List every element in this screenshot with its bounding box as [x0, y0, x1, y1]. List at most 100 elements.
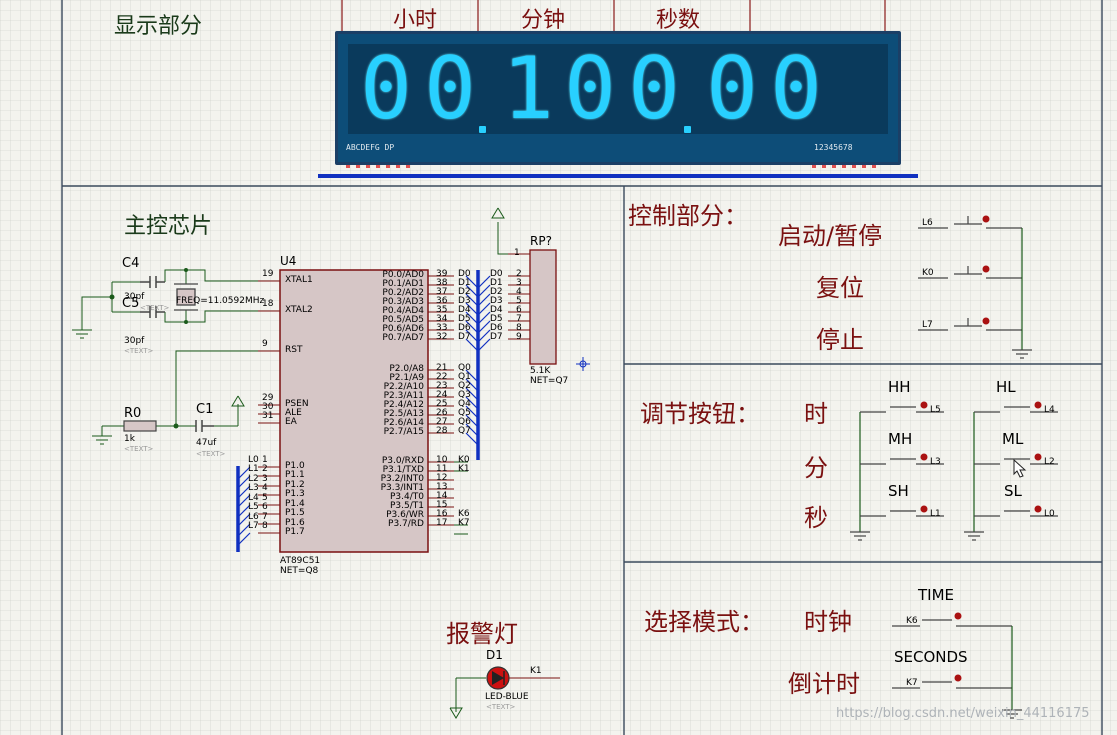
- mcu-port-pin: P2.6/A14: [383, 418, 424, 428]
- section-frames: [61, 0, 1103, 735]
- crystal[interactable]: [174, 283, 198, 311]
- mcu-net-label: K0: [458, 455, 470, 465]
- capacitor-c4[interactable]: [140, 276, 165, 288]
- net-mh: L3: [930, 457, 941, 467]
- mcu-port-number: 36: [436, 296, 448, 306]
- mcu-net-label: Q5: [458, 408, 471, 418]
- mcu-port-pin: P0.4/AD4: [382, 306, 424, 316]
- mcu-pin-name: P1.4: [285, 499, 305, 509]
- mcu-port-number: 38: [436, 278, 448, 288]
- rp-net-label: D4: [490, 305, 503, 315]
- mcu-port-number: 25: [436, 399, 448, 409]
- reset-label: 复位: [816, 274, 864, 302]
- mcu-net-label: Q2: [458, 381, 471, 391]
- resistor-r0[interactable]: [123, 420, 157, 432]
- rp-pin-number: 7: [516, 314, 522, 324]
- mcu-body[interactable]: [279, 269, 429, 553]
- mcu-port-number: 17: [436, 518, 448, 528]
- rp-power-wire: [491, 207, 508, 255]
- resistor-pack[interactable]: [529, 249, 557, 365]
- btn-hh-label: HH: [888, 378, 911, 396]
- data-bus: [236, 270, 480, 552]
- led-type: LED-BLUE: [485, 692, 529, 702]
- capacitor-c1[interactable]: [195, 420, 214, 432]
- mcu-port-pin: P0.7/AD7: [382, 333, 424, 343]
- mcu-right-stubs: [428, 275, 454, 526]
- mode-title: 选择模式：: [644, 608, 764, 636]
- mcu-pin-name: XTAL1: [285, 275, 313, 285]
- rp-pin-number: 8: [516, 323, 522, 333]
- digit-6: 0: [706, 39, 758, 139]
- mcu-net-label: D0: [458, 269, 471, 279]
- btn-seconds-label: SECONDS: [894, 648, 968, 666]
- mcu-pin-number: 9: [262, 339, 268, 349]
- mcu-port-pin: P0.1/AD1: [382, 279, 424, 289]
- alarm-title: 报警灯: [446, 620, 518, 648]
- display-header-hours: 小时: [393, 8, 438, 33]
- control-buttons[interactable]: [918, 216, 1032, 359]
- main-chip-title: 主控芯片: [124, 214, 213, 239]
- rp-pin-number: 5: [516, 296, 522, 306]
- mcu-port-pin: P3.7/RD: [388, 519, 424, 529]
- net-sl: L0: [1044, 509, 1055, 519]
- bus-entries: [237, 275, 491, 546]
- seven-segment-display[interactable]: 0 0 1 0 0 0 0 ABCDEFG DP 12345678: [335, 31, 901, 165]
- digit-1: 0: [360, 39, 412, 139]
- rp-pin1: 1: [514, 248, 520, 258]
- mcu-port-number: 28: [436, 426, 448, 436]
- p1-net-label: L0: [248, 455, 259, 465]
- display-header-seconds: 秒数: [656, 8, 701, 33]
- mode-buttons[interactable]: [892, 619, 1022, 719]
- adjust-minute-label: 分: [804, 454, 828, 482]
- mcu-pin-number: 5: [262, 493, 268, 503]
- p1-net-label: L5: [248, 502, 259, 512]
- net-stop: L7: [922, 320, 933, 330]
- mcu-port-pin: P3.0/RXD: [381, 456, 424, 466]
- btn-sl-label: SL: [1004, 482, 1022, 500]
- mcu-port-number: 11: [436, 464, 448, 474]
- mcu-name: U4: [280, 254, 297, 268]
- mcu-net: NET=Q8: [280, 566, 319, 576]
- adjust-button-dots: [920, 401, 1042, 513]
- mcu-port-pin: P2.5/A13: [383, 409, 424, 419]
- display-section-title: 显示部分: [114, 14, 203, 39]
- mcu-pin-number: 6: [262, 502, 268, 512]
- capacitor-c5[interactable]: [140, 306, 165, 318]
- adjust-buttons[interactable]: [850, 406, 1058, 541]
- mode-countdown-label: 倒计时: [788, 670, 860, 698]
- led-d1[interactable]: [449, 666, 560, 719]
- c5-label: C5: [122, 296, 140, 311]
- mcu-pin-number: 1: [262, 455, 268, 465]
- display-header-frame: [341, 0, 886, 31]
- watermark: https://blog.csdn.net/weixin_44116175: [836, 706, 1090, 721]
- mcu-net-label: D5: [458, 314, 471, 324]
- mcu-pin-name: ALE: [285, 408, 302, 418]
- mcu-port-number: 22: [436, 372, 448, 382]
- mcu-port-pin: P0.6/AD6: [382, 324, 424, 334]
- start-pause-label: 启动/暂停: [778, 222, 883, 250]
- decimal-point-1: [479, 126, 486, 133]
- c5-text-tag: <TEXT>: [140, 304, 170, 312]
- digit-pin-label: 12345678: [814, 143, 853, 152]
- net-hh: L5: [930, 405, 941, 415]
- mcu-port-number: 37: [436, 287, 448, 297]
- mcu-pin-name: P1.7: [285, 527, 305, 537]
- c5-value-tag: <TEXT>: [124, 347, 154, 355]
- d1-label: D1: [486, 648, 503, 662]
- mcu-net-label: D7: [458, 332, 471, 342]
- mcu-left-stubs: [258, 280, 280, 534]
- mcu-pin-number: 3: [262, 474, 268, 484]
- p3-wires: [454, 461, 468, 535]
- mcu-pin-number: 7: [262, 512, 268, 522]
- c4-label: C4: [122, 256, 140, 271]
- mcu-pin-number: 8: [262, 521, 268, 531]
- mcu-port-number: 15: [436, 500, 448, 510]
- mcu-pin-number: 29: [262, 393, 274, 403]
- r0-text-tag: <TEXT>: [124, 445, 154, 453]
- mcu-port-pin: P2.3/A11: [383, 391, 424, 401]
- control-button-dots: [982, 215, 990, 325]
- mcu-net-label: D2: [458, 287, 471, 297]
- mcu-net-label: D1: [458, 278, 471, 288]
- c1-text-tag: <TEXT>: [196, 450, 226, 458]
- mcu-pin-name: EA: [285, 417, 297, 427]
